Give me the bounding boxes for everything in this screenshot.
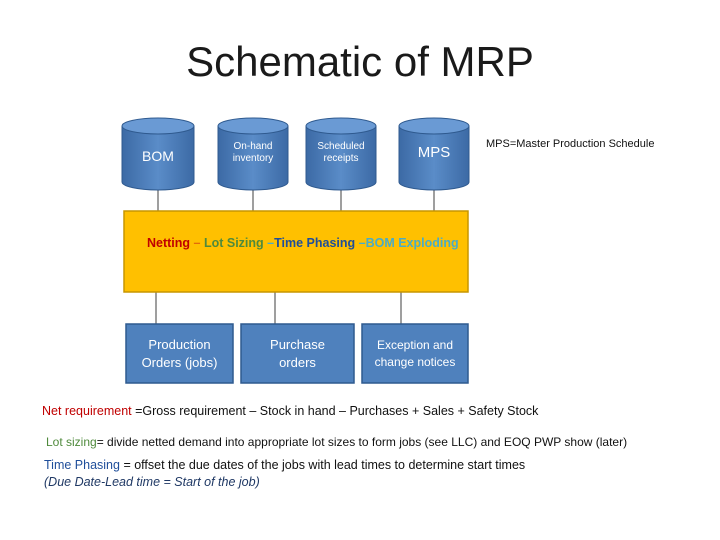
process-sep-2: – bbox=[267, 236, 275, 250]
mps-note: MPS=Master Production Schedule bbox=[486, 138, 655, 150]
scheduled-label: Scheduled receipts bbox=[317, 141, 365, 164]
time-phasing-text: = offset the due dates of the jobs with … bbox=[119, 458, 526, 472]
exception-notices-line2: change notices bbox=[374, 354, 456, 369]
output-box-purchase bbox=[240, 323, 355, 384]
net-requirement-term: Net requirement bbox=[42, 404, 132, 418]
production-orders-line1: Production bbox=[148, 336, 211, 352]
purchase-orders-label: Purchase orders bbox=[241, 324, 354, 383]
cylinder-scheduled bbox=[305, 117, 377, 191]
cylinder-bom bbox=[121, 117, 195, 191]
net-requirement-definition: Net requirement =Gross requirement – Sto… bbox=[42, 404, 538, 418]
onhand-label: On-hand inventory bbox=[232, 141, 274, 164]
time-phasing-term: Time Phasing bbox=[44, 458, 120, 472]
cylinder-onhand bbox=[217, 117, 289, 191]
time-phasing-note: (Due Date-Lead time = Start of the job) bbox=[44, 475, 260, 489]
time-phasing-definition: Time Phasing = offset the due dates of t… bbox=[44, 458, 525, 472]
cylinder-mps bbox=[398, 117, 470, 191]
process-lot-sizing: Lot Sizing bbox=[203, 236, 268, 250]
output-box-exception bbox=[361, 323, 469, 384]
process-netting: Netting bbox=[147, 236, 194, 250]
net-requirement-text: =Gross requirement – Stock in hand – Pur… bbox=[131, 404, 539, 418]
process-sep-1: – bbox=[193, 236, 204, 250]
purchase-orders-line2: orders bbox=[279, 354, 316, 370]
output-box-production bbox=[125, 323, 234, 384]
process-box bbox=[123, 210, 469, 293]
exception-notices-line1: Exception and bbox=[376, 338, 454, 353]
page-title: Schematic of MRP bbox=[186, 38, 534, 85]
lot-sizing-text: = divide netted demand into appropriate … bbox=[96, 435, 628, 449]
production-orders-label: Production Orders (jobs) bbox=[126, 324, 233, 383]
mps-label: MPS bbox=[417, 144, 451, 161]
output-connectors bbox=[155, 292, 402, 324]
lot-sizing-definition: Lot sizing= divide netted demand into ap… bbox=[46, 435, 627, 449]
production-orders-line2: Orders (jobs) bbox=[141, 354, 218, 370]
lot-sizing-term: Lot sizing bbox=[46, 435, 97, 449]
process-text: Netting – Lot Sizing –Time Phasing –BOM … bbox=[147, 236, 459, 250]
input-connectors bbox=[157, 190, 435, 211]
process-bom-exploding: –BOM Exploding bbox=[358, 236, 459, 250]
purchase-orders-line1: Purchase bbox=[270, 336, 325, 352]
process-time-phasing: Time Phasing bbox=[274, 236, 359, 250]
exception-notices-label: Exception and change notices bbox=[362, 324, 468, 383]
bom-label: BOM bbox=[142, 147, 174, 164]
